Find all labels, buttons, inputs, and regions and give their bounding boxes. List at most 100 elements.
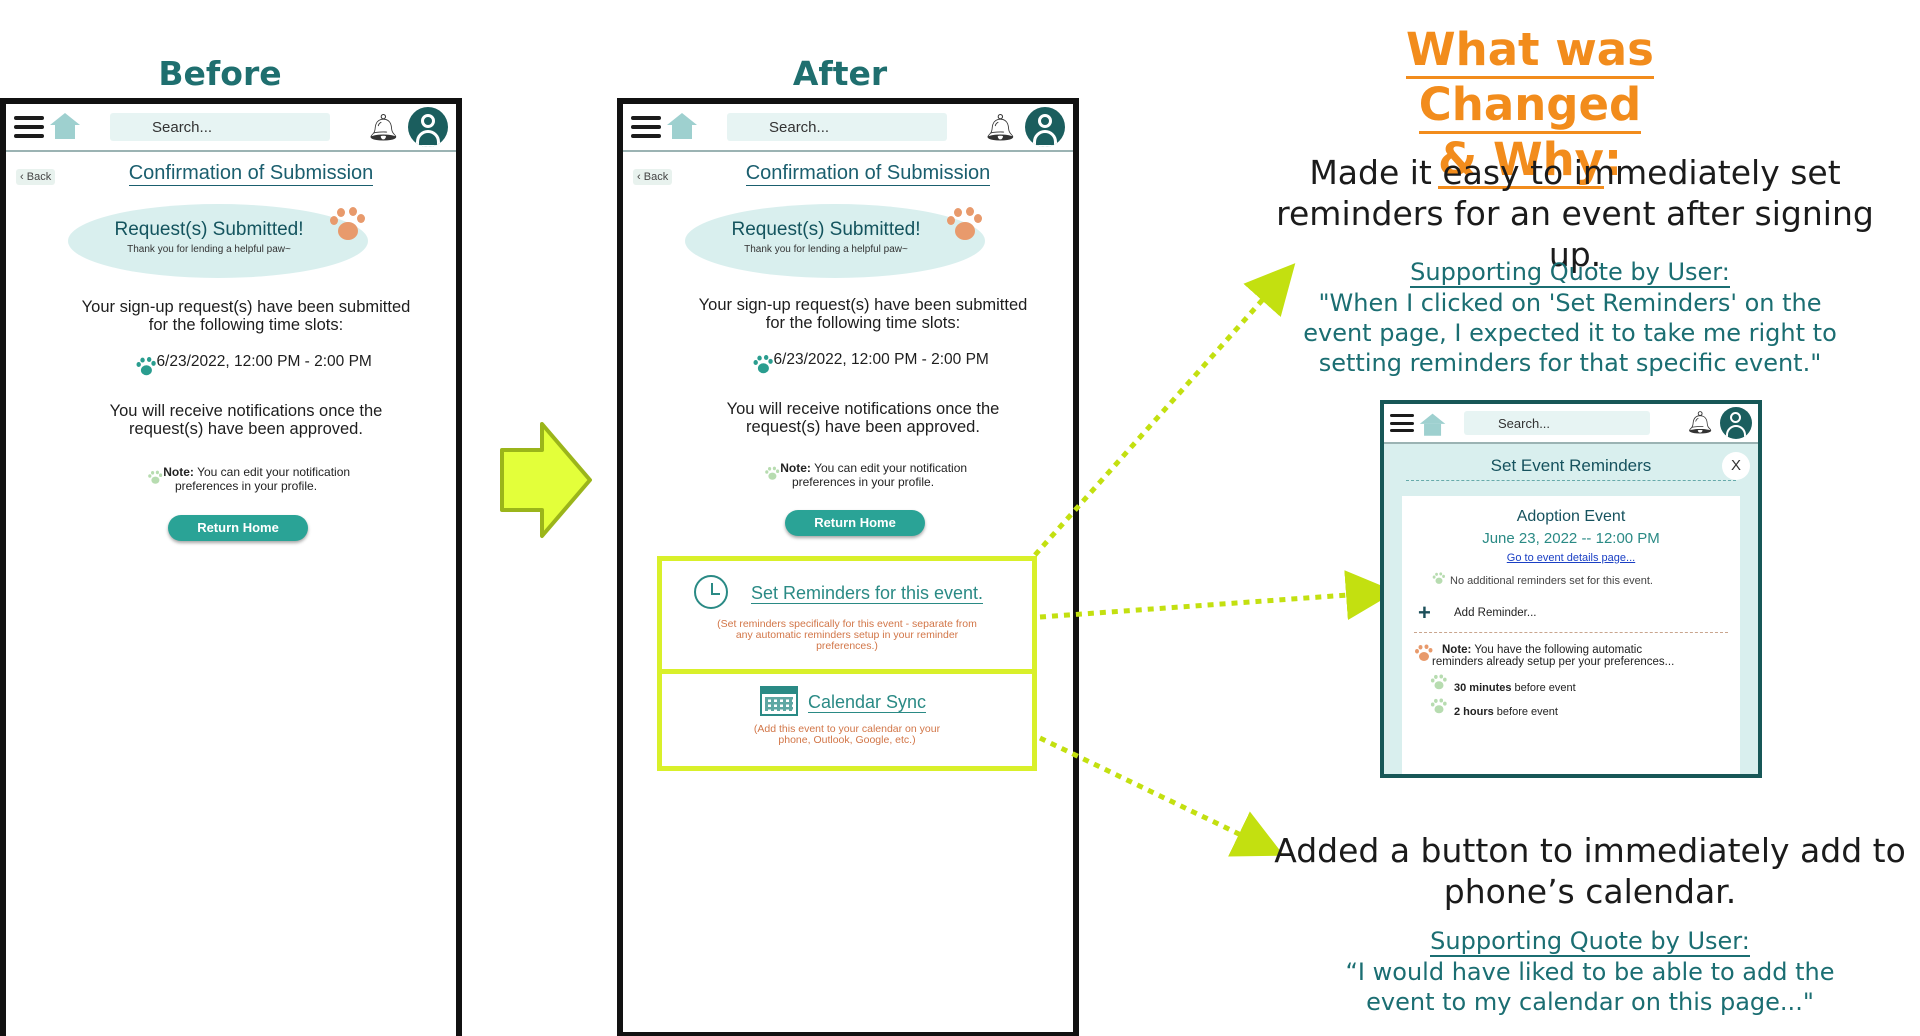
search-input[interactable]: Search... — [110, 113, 330, 141]
after-heading: After — [792, 54, 888, 93]
notification-text: You will receive notifications once the … — [36, 402, 456, 438]
reminders-modal: Set Event Reminders X Adoption Event Jun… — [1384, 444, 1758, 774]
quote-1-text: "When I clicked on 'Set Reminders' on th… — [1303, 289, 1837, 377]
paw-icon — [945, 206, 985, 246]
note-label: Note: — [163, 465, 194, 479]
submitted-subtitle: Thank you for lending a helpful paw~ — [744, 244, 908, 255]
reminder-item: 2 hours before event — [1454, 706, 1558, 718]
page-title: Confirmation of Submission — [46, 162, 456, 186]
reminders-card: Adoption Event June 23, 2022 -- 12:00 PM… — [1402, 496, 1740, 774]
page-title-text: Confirmation of Submission — [745, 162, 991, 186]
change-1-text: Made it easy to immediately set reminder… — [1250, 152, 1900, 275]
change-1-line-1: Made it easy to immediately set — [1309, 153, 1841, 192]
submitted-title: Request(s) Submitted! — [114, 219, 304, 240]
page-title: Confirmation of Submission — [663, 162, 1073, 186]
back-label: Back — [26, 171, 52, 183]
reminder-item: 30 minutes before event — [1454, 682, 1576, 694]
menu-icon[interactable] — [14, 116, 44, 138]
note-line-2: preferences in your profile. — [174, 479, 318, 493]
arrow-to-inset — [1039, 570, 1396, 621]
submitted-subtitle: Thank you for lending a helpful paw~ — [127, 244, 291, 255]
divider — [1414, 632, 1728, 633]
submitted-banner: Request(s) Submitted! Thank you for lend… — [685, 204, 985, 278]
change-2-text: Added a button to immediately add to pho… — [1270, 830, 1910, 912]
change-1-line-2: reminders for an event after signing up. — [1276, 194, 1874, 274]
modal-title: Set Event Reminders — [1490, 456, 1652, 475]
profile-avatar-icon[interactable] — [1720, 407, 1752, 439]
top-nav-bar: Search... 🔔︎ — [1384, 404, 1758, 444]
home-icon[interactable] — [667, 113, 697, 141]
no-reminders-text: No additional reminders set for this eve… — [1450, 575, 1653, 587]
bell-icon[interactable]: 🔔︎ — [366, 112, 400, 142]
note-line-1: You can edit your notification — [814, 461, 968, 475]
menu-icon[interactable] — [631, 116, 661, 138]
paw-icon — [328, 206, 368, 246]
note-label: Note: — [780, 461, 811, 475]
add-reminder-button[interactable]: Add Reminder... — [1454, 607, 1537, 619]
back-label: Back — [643, 171, 669, 183]
heading-line-1: What was Changed — [1406, 23, 1654, 134]
search-input[interactable]: Search... — [1464, 411, 1650, 435]
bell-icon[interactable]: 🔔︎ — [1686, 410, 1714, 435]
top-nav-bar: Search... 🔔︎ — [6, 104, 456, 152]
paw-icon — [1414, 644, 1434, 664]
after-phone-screen: Search... 🔔︎ ‹ Back Confirmation of Subm… — [617, 98, 1079, 1036]
time-slot-text: 6/23/2022, 12:00 PM - 2:00 PM — [156, 353, 372, 371]
menu-icon[interactable] — [1390, 414, 1414, 432]
signup-text: Your sign-up request(s) have been submit… — [36, 298, 456, 334]
notify-line-1: You will receive notifications once the — [726, 400, 1000, 418]
event-details-link[interactable]: Go to event details page... — [1506, 552, 1636, 564]
time-slot: 6/23/2022, 12:00 PM - 2:00 PM — [46, 352, 456, 376]
quote-1-heading: Supporting Quote by User: — [1410, 258, 1730, 288]
time-slot-text: 6/23/2022, 12:00 PM - 2:00 PM — [773, 351, 989, 369]
calendar-sync-title: Calendar Sync — [807, 692, 927, 713]
paw-icon — [753, 355, 773, 374]
profile-avatar-icon[interactable] — [408, 107, 448, 147]
top-nav-bar: Search... 🔔︎ — [623, 104, 1073, 152]
add-icon[interactable]: + — [1418, 600, 1431, 625]
title-divider — [1406, 480, 1736, 481]
bell-icon[interactable]: 🔔︎ — [983, 112, 1017, 142]
notify-line-1: You will receive notifications once the — [109, 402, 383, 420]
change-2-line-2: phone’s calendar. — [1443, 872, 1737, 911]
profile-avatar-icon[interactable] — [1025, 107, 1065, 147]
back-button[interactable]: ‹ Back — [16, 169, 56, 185]
set-reminders-button[interactable]: Set Reminders for this event. (Set remin… — [657, 556, 1037, 674]
paw-icon — [147, 470, 163, 484]
back-button[interactable]: ‹ Back — [633, 169, 673, 185]
close-button[interactable]: X — [1722, 452, 1750, 480]
set-reminders-title: Set Reminders for this event. — [750, 583, 984, 604]
set-event-reminders-screen: Search... 🔔︎ Set Event Reminders X Adopt… — [1380, 400, 1762, 778]
note-line-1: You can edit your notification — [197, 465, 351, 479]
what-changed-heading: What was Changed & Why: — [1290, 22, 1770, 189]
submitted-title: Request(s) Submitted! — [731, 219, 921, 240]
before-phone-screen: Search... 🔔︎ ‹ Back Confirmation of Subm… — [0, 98, 462, 1036]
time-slot: 6/23/2022, 12:00 PM - 2:00 PM — [663, 350, 1073, 374]
return-home-button[interactable]: Return Home — [785, 510, 925, 536]
quote-2-heading: Supporting Quote by User: — [1430, 927, 1750, 957]
home-icon[interactable] — [1419, 413, 1446, 436]
right-arrow-icon — [500, 422, 592, 538]
calendar-sync-button[interactable]: Calendar Sync (Add this event to your ca… — [657, 669, 1037, 771]
signup-line-1: Your sign-up request(s) have been submit… — [698, 296, 1028, 314]
note-line-2: preferences in your profile. — [791, 475, 935, 489]
calendar-icon — [760, 686, 798, 716]
notify-line-2: request(s) have been approved. — [129, 420, 363, 438]
before-heading: Before — [158, 54, 282, 93]
return-home-button[interactable]: Return Home — [168, 515, 308, 541]
quote-2-text: “I would have liked to be able to add th… — [1345, 958, 1835, 1016]
auto-reminders-note: Note: You have the following automatic r… — [1432, 644, 1675, 668]
search-input[interactable]: Search... — [727, 113, 947, 141]
paw-icon — [136, 357, 156, 376]
signup-line-2: for the following time slots: — [148, 316, 344, 334]
signup-text: Your sign-up request(s) have been submit… — [653, 296, 1073, 332]
heading-colon: : — [1603, 133, 1622, 186]
event-date: June 23, 2022 -- 12:00 PM — [1482, 530, 1660, 547]
paw-icon — [1430, 698, 1448, 716]
calendar-sync-description: (Add this event to your calendar on your… — [753, 723, 941, 746]
event-name: Adoption Event — [1516, 508, 1626, 525]
submitted-banner: Request(s) Submitted! Thank you for lend… — [68, 204, 368, 278]
signup-line-2: for the following time slots: — [765, 314, 961, 332]
paw-icon — [1432, 572, 1446, 586]
home-icon[interactable] — [50, 113, 80, 141]
